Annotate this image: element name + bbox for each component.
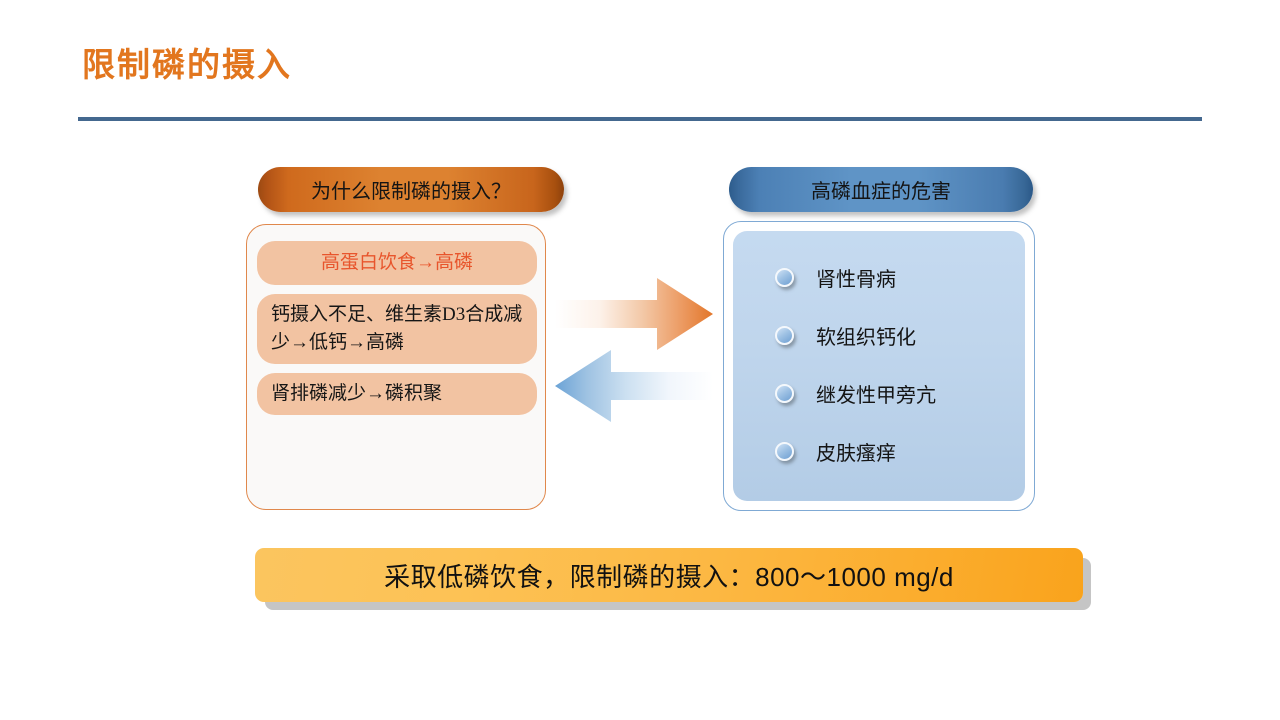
page-title: 限制磷的摄入 — [82, 46, 292, 83]
conclusion-banner-label: 采取低磷饮食，限制磷的摄入：800～1000 mg/d — [384, 561, 954, 592]
left-column-banner: 为什么限制磷的摄入？ — [258, 167, 564, 212]
right-column-banner-label: 高磷血症的危害 — [811, 181, 951, 203]
right-arrow-icon — [555, 278, 713, 350]
conclusion-banner: 采取低磷饮食，限制磷的摄入：800～1000 mg/d — [255, 548, 1083, 602]
cause-item-label: 钙摄入不足、维生素D3合成减少→低钙→高磷 — [271, 304, 523, 353]
left-column-banner-label: 为什么限制磷的摄入？ — [311, 181, 511, 203]
harms-panel: 肾性骨病 软组织钙化 继发性甲旁亢 皮肤瘙痒 — [723, 221, 1035, 511]
harm-item-label: 继发性甲旁亢 — [816, 385, 936, 407]
sphere-bullet-icon — [775, 268, 794, 287]
causes-list: 高蛋白饮食→高磷 钙摄入不足、维生素D3合成减少→低钙→高磷 肾排磷减少→磷积聚 — [257, 241, 537, 424]
harm-item-label: 肾性骨病 — [816, 269, 896, 291]
harm-item: 软组织钙化 — [775, 321, 1015, 350]
harms-panel-inner: 肾性骨病 软组织钙化 继发性甲旁亢 皮肤瘙痒 — [733, 231, 1025, 501]
cause-item-label: 肾排磷减少→磷积聚 — [271, 383, 443, 404]
right-column-banner: 高磷血症的危害 — [729, 167, 1033, 212]
sphere-bullet-icon — [775, 326, 794, 345]
cause-item-label: 高蛋白饮食→高磷 — [320, 252, 473, 273]
cause-item: 钙摄入不足、维生素D3合成减少→低钙→高磷 — [257, 294, 537, 364]
harm-item: 继发性甲旁亢 — [775, 379, 1015, 408]
cause-item: 肾排磷减少→磷积聚 — [257, 373, 537, 415]
cause-item: 高蛋白饮食→高磷 — [257, 241, 537, 285]
title-divider — [78, 117, 1202, 121]
harm-item-label: 皮肤瘙痒 — [816, 443, 896, 465]
left-arrow-icon — [555, 350, 713, 422]
sphere-bullet-icon — [775, 384, 794, 403]
sphere-bullet-icon — [775, 442, 794, 461]
harm-item: 皮肤瘙痒 — [775, 437, 1015, 466]
harm-item-label: 软组织钙化 — [816, 327, 916, 349]
bidirectional-arrow-group — [553, 276, 715, 428]
causes-panel: 高蛋白饮食→高磷 钙摄入不足、维生素D3合成减少→低钙→高磷 肾排磷减少→磷积聚 — [246, 224, 546, 510]
harm-item: 肾性骨病 — [775, 263, 1015, 292]
harms-list: 肾性骨病 软组织钙化 继发性甲旁亢 皮肤瘙痒 — [775, 263, 1015, 495]
